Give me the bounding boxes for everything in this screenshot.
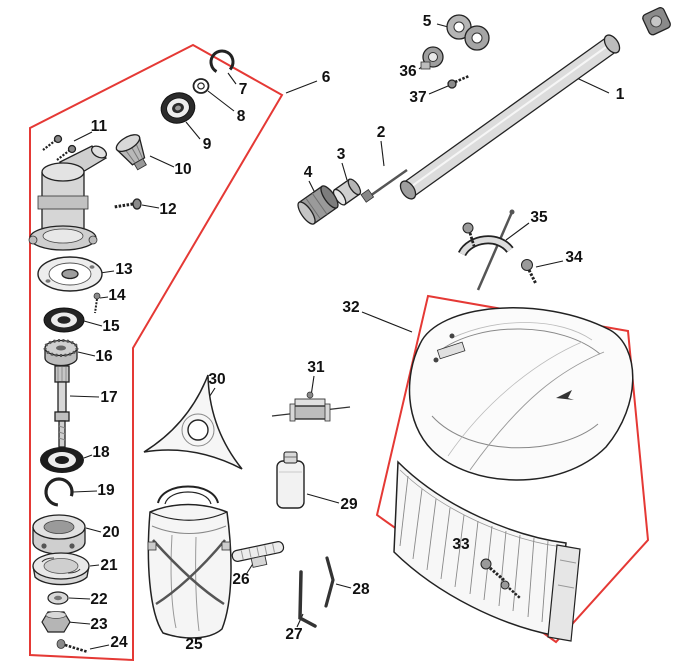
part-fixing-screw	[56, 639, 89, 654]
part-clamp-screw	[447, 74, 470, 89]
part-blade-adapter	[32, 514, 86, 555]
part-gearhead-screw	[113, 198, 142, 210]
part-housing-screws	[42, 134, 77, 161]
part-label-11: 11	[91, 118, 108, 135]
gearhead-group-outline	[29, 43, 284, 662]
part-label-8: 8	[237, 108, 246, 125]
part-label-15: 15	[102, 318, 120, 335]
part-number-labels: 1 2 3 4 5 6 7 8 9 10 11 12 13 14 15 16 1…	[90, 13, 624, 653]
part-ball-bearing-lower	[40, 447, 84, 473]
part-guard-screws	[480, 558, 521, 599]
part-lock-nut	[41, 611, 71, 633]
part-label-20: 20	[102, 524, 119, 541]
part-label-21: 21	[100, 557, 118, 574]
part-label-22: 22	[90, 591, 107, 608]
part-harness-bag	[147, 485, 232, 639]
part-wrench-pin	[324, 556, 335, 608]
part-retaining-ring	[44, 477, 74, 507]
part-inner-drive-cable	[360, 168, 408, 203]
part-set-screw	[93, 292, 101, 314]
part-label-18: 18	[92, 444, 110, 461]
part-label-34: 34	[565, 249, 583, 266]
part-cable-clamp	[420, 46, 444, 70]
part-three-tooth-blade	[143, 374, 243, 470]
part-label-26: 26	[232, 571, 250, 588]
part-label-36: 36	[399, 63, 417, 80]
part-handle-clamp	[446, 14, 490, 51]
part-ball-bearing-upper	[160, 92, 196, 124]
part-oil-bottle	[276, 451, 305, 509]
part-label-23: 23	[90, 616, 108, 633]
part-trimmer-head	[32, 552, 90, 586]
part-hex-wrench	[298, 570, 317, 628]
part-label-1: 1	[616, 86, 625, 103]
part-bushing	[332, 178, 362, 206]
part-label-14: 14	[108, 287, 126, 304]
part-label-5: 5	[423, 13, 432, 30]
part-label-31: 31	[307, 359, 325, 376]
part-drive-shaft-tube	[399, 34, 621, 200]
part-label-24: 24	[110, 634, 128, 651]
part-label-19: 19	[97, 482, 115, 499]
part-label-28: 28	[352, 581, 370, 598]
part-label-35: 35	[530, 209, 548, 226]
part-output-shaft	[54, 365, 70, 448]
part-label-27: 27	[285, 626, 302, 643]
part-label-7: 7	[239, 81, 248, 98]
part-label-32: 32	[342, 299, 359, 316]
part-label-30: 30	[208, 371, 225, 388]
part-label-13: 13	[115, 261, 133, 278]
part-ball-bearing-mid	[43, 307, 85, 333]
part-label-29: 29	[340, 496, 358, 513]
part-label-2: 2	[377, 124, 386, 141]
part-coupler-nut	[297, 185, 339, 225]
part-label-4: 4	[304, 164, 313, 181]
part-label-17: 17	[100, 389, 117, 406]
part-snap-ring-upper	[209, 49, 235, 75]
part-washer-small	[192, 78, 210, 94]
part-bevel-gear	[43, 339, 79, 367]
part-bevel-pinion	[115, 134, 147, 171]
part-label-6: 6	[322, 69, 331, 86]
part-dust-cup	[37, 256, 103, 292]
part-label-33: 33	[452, 536, 470, 553]
part-bracket-bolt	[521, 259, 538, 285]
part-cup-washer	[47, 591, 69, 605]
part-label-16: 16	[95, 348, 113, 365]
part-label-3: 3	[337, 146, 346, 163]
part-front-handle	[231, 541, 285, 568]
part-gear-head-housing	[28, 145, 108, 251]
part-label-10: 10	[174, 161, 191, 178]
part-guard-shield	[393, 307, 634, 642]
part-shaft-end-cap	[642, 7, 671, 36]
part-label-9: 9	[203, 136, 212, 153]
part-label-37: 37	[409, 89, 426, 106]
part-label-12: 12	[159, 201, 176, 218]
part-label-25: 25	[185, 636, 203, 653]
part-guard-bracket	[457, 209, 515, 291]
part-spool-kit	[271, 391, 351, 422]
